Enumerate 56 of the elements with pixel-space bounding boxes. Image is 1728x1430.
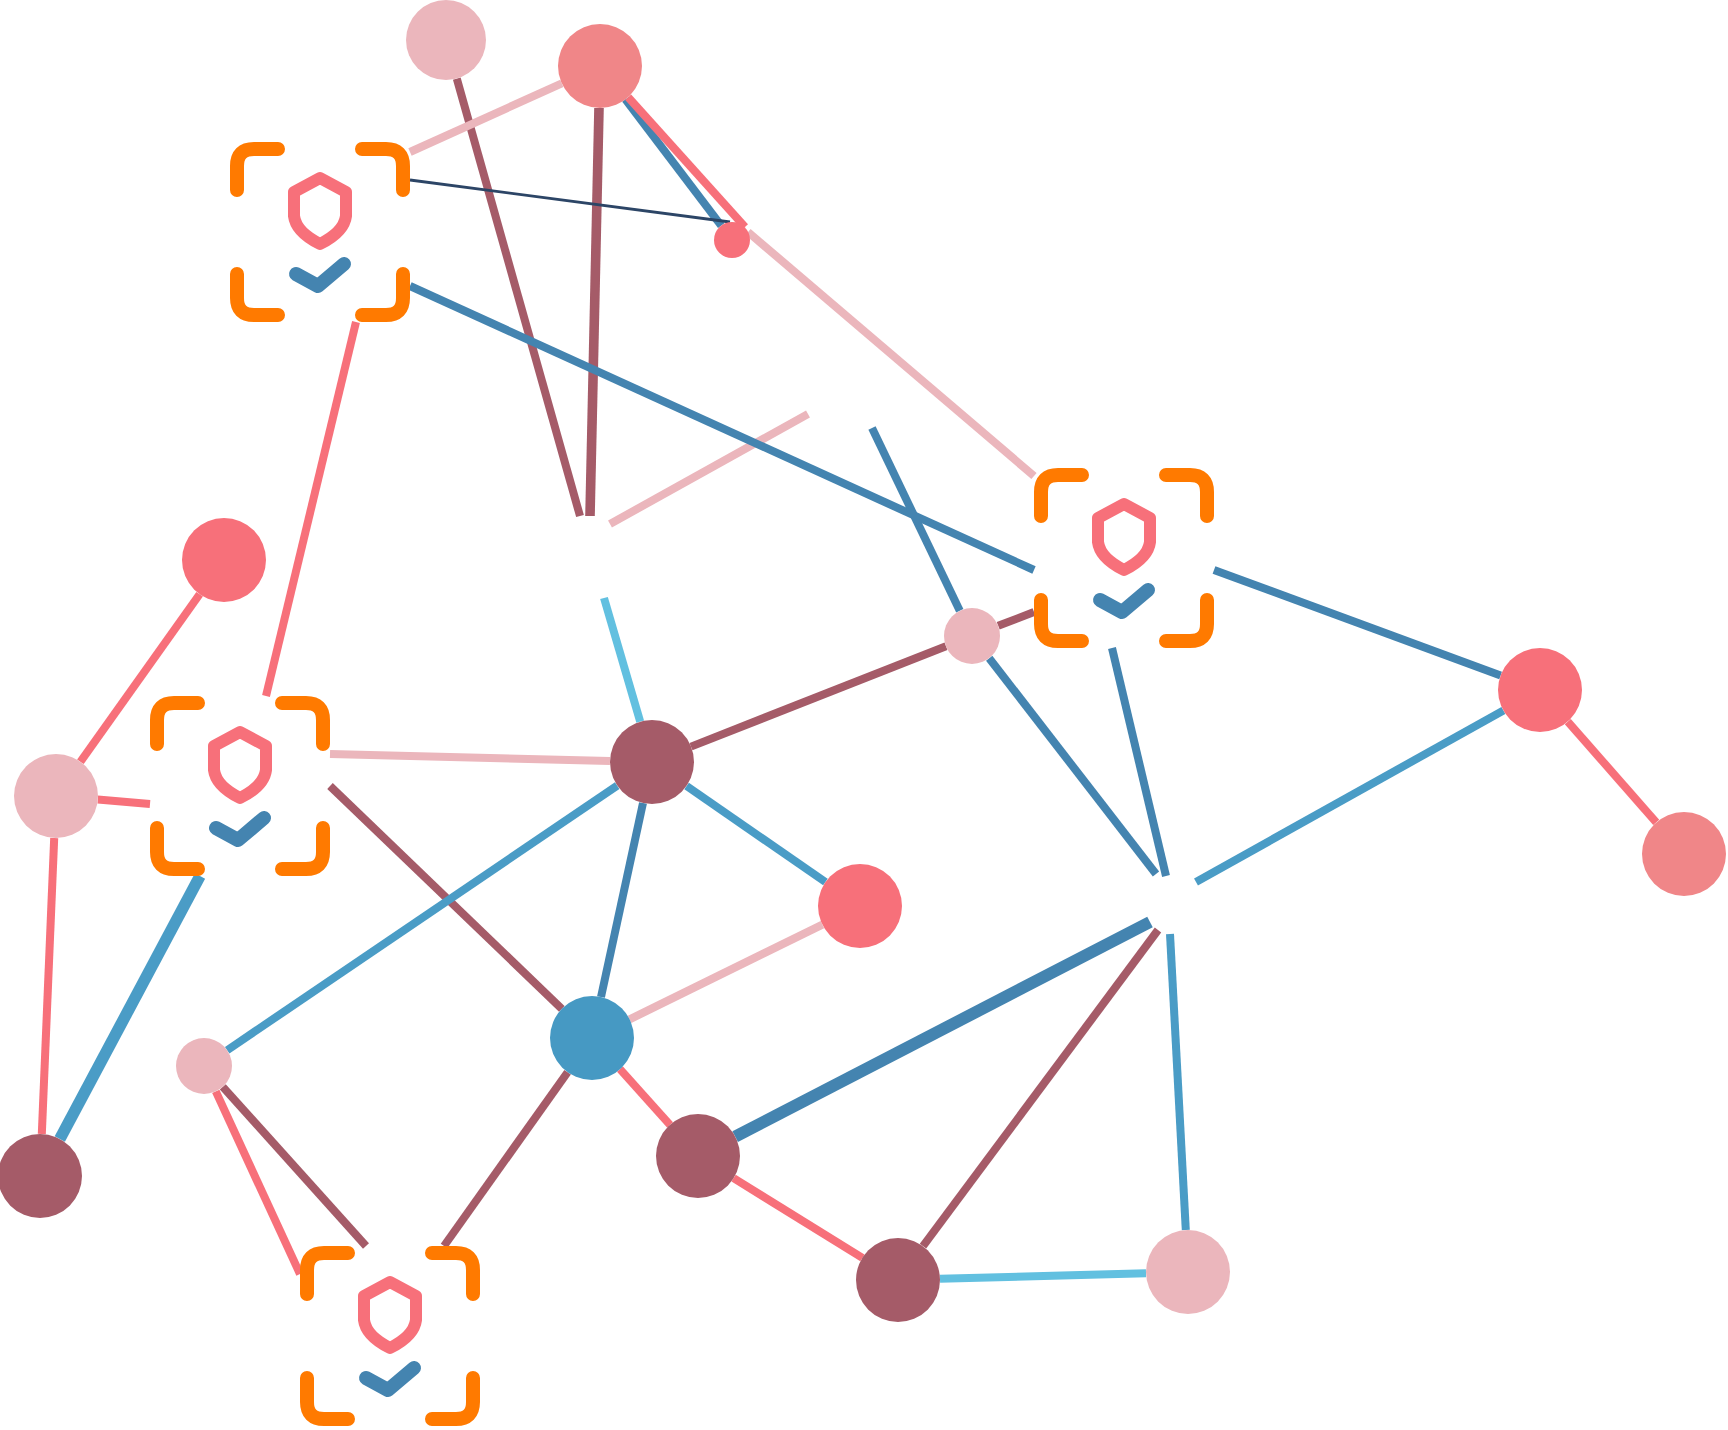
connector-line: [731, 1174, 865, 1262]
connector-line: [684, 782, 828, 886]
connector-line: [617, 1066, 673, 1128]
connector-line: [1166, 933, 1190, 1231]
connector-line: [97, 795, 151, 808]
connector-line: [212, 1089, 304, 1276]
connector-line: [986, 655, 1160, 877]
circle-node: [656, 1114, 740, 1198]
circle-node: [1642, 812, 1726, 896]
connector-line: [452, 77, 584, 518]
connector-line: [327, 783, 565, 1012]
connector-line: [585, 107, 604, 517]
connector-line: [1194, 706, 1506, 886]
circle-node: [406, 0, 486, 80]
connector-line: [868, 426, 964, 613]
circle-node: [944, 608, 1000, 664]
circle-node: [714, 222, 750, 258]
connector-line: [627, 921, 825, 1023]
connector-line: [54, 873, 206, 1142]
connector-line: [919, 927, 1162, 1249]
circle-node: [176, 1038, 232, 1094]
circle-node: [856, 1238, 940, 1322]
connector-line: [732, 916, 1153, 1142]
connector-line: [996, 608, 1036, 630]
connector-line: [408, 282, 1036, 574]
connector-line: [622, 96, 725, 229]
connector-line: [77, 591, 203, 765]
connector-line: [219, 1084, 369, 1249]
circle-node: [1146, 1230, 1230, 1314]
connector-line: [1564, 718, 1660, 826]
shield-check-icon: [230, 142, 410, 322]
connector-line: [1108, 647, 1170, 877]
circle-node: [550, 996, 634, 1080]
circle-node: [558, 24, 642, 108]
connector-line: [224, 782, 620, 1054]
connector-line: [597, 802, 647, 998]
connector-line: [262, 321, 360, 697]
circle-node: [1498, 648, 1582, 732]
shield-check-icon: [1034, 468, 1214, 648]
connector-line: [745, 228, 1037, 480]
connector-line: [600, 596, 645, 723]
connector-line: [408, 79, 564, 156]
connector-line: [440, 1069, 571, 1249]
connector-line: [1212, 566, 1502, 680]
connector-line: [939, 1269, 1147, 1283]
connector-line: [37, 837, 59, 1135]
shield-check-icon: [300, 1246, 480, 1426]
circle-node: [610, 720, 694, 804]
connector-line: [329, 750, 611, 765]
connector-line: [689, 642, 948, 751]
connector-line: [409, 178, 731, 224]
shield-check-icon: [150, 696, 330, 876]
connector-line: [625, 94, 748, 230]
circle-node: [818, 864, 902, 948]
circle-node: [182, 518, 266, 602]
circle-node: [14, 754, 98, 838]
